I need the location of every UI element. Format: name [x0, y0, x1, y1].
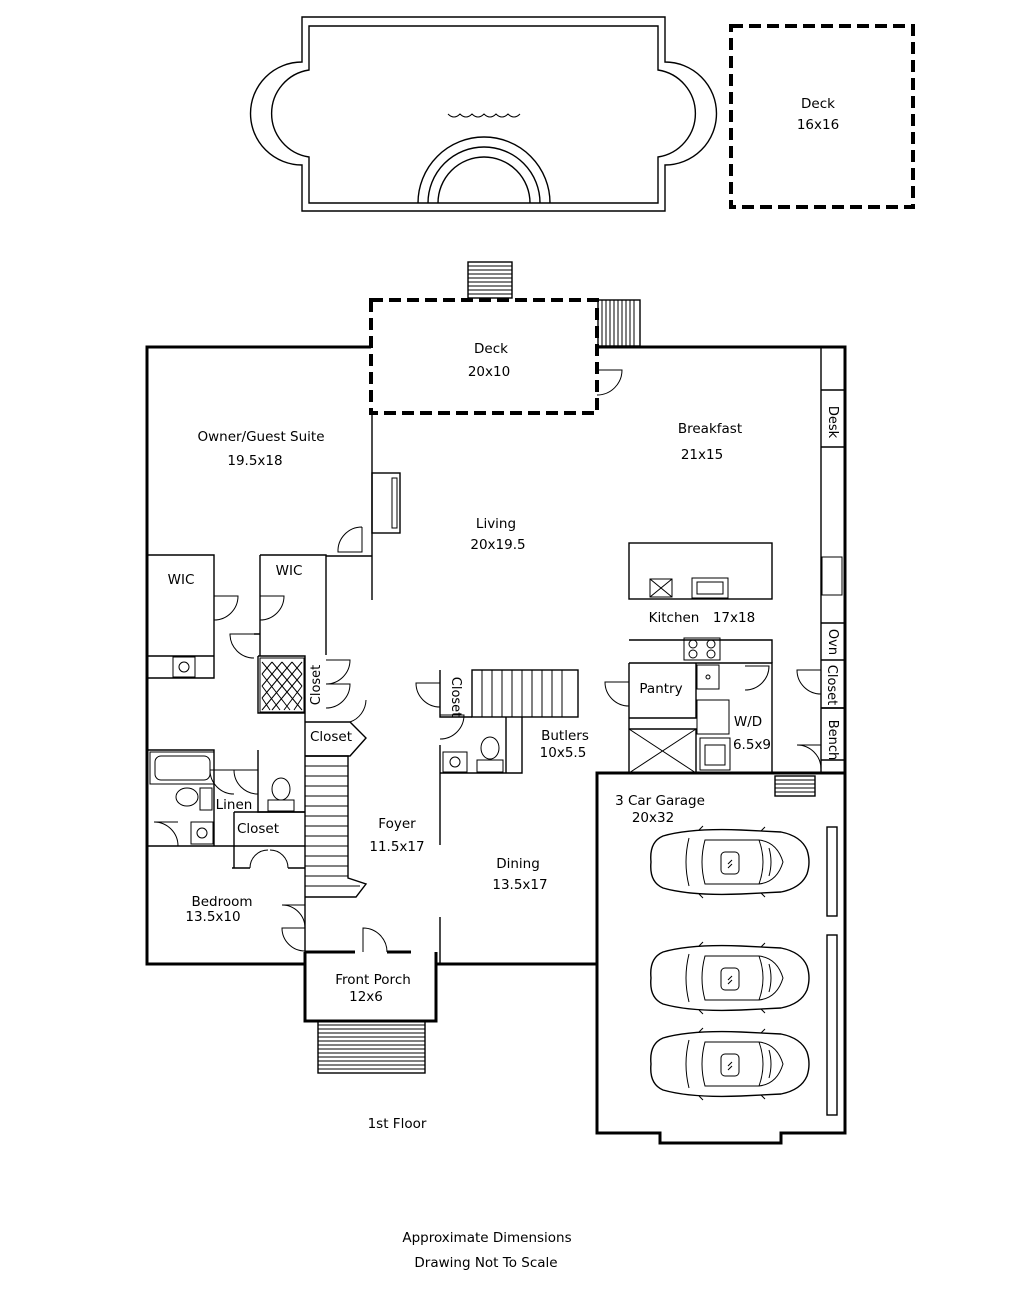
closet-foyer-name: Closet — [310, 729, 352, 745]
closet-hall-name: Closet — [309, 665, 324, 706]
butlers-size: 10x5.5 — [540, 745, 587, 761]
car-icon — [650, 825, 810, 899]
pantry-name: Pantry — [639, 681, 682, 697]
front-porch-name: Front Porch — [335, 972, 411, 988]
deck-main-name: Deck — [474, 341, 508, 357]
garage-steps — [774, 775, 816, 797]
kitchen-name: Kitchen — [649, 610, 700, 626]
powder-room — [442, 736, 504, 773]
deck-top-outline — [729, 24, 915, 209]
closet-bed-name: Closet — [237, 821, 279, 837]
closet-mud-name: Closet — [824, 665, 839, 706]
deck-main-size: 20x10 — [468, 364, 510, 380]
kitchen-counter — [628, 556, 843, 774]
foyer-name: Foyer — [378, 816, 416, 832]
owner-suite-size: 19.5x18 — [227, 453, 282, 469]
garage-shelf-1 — [826, 826, 838, 917]
breakfast-name: Breakfast — [678, 421, 742, 437]
living-name: Living — [476, 516, 516, 532]
car-icon — [650, 1027, 810, 1101]
deck-steps-side — [597, 299, 641, 347]
footer-line1: Approximate Dimensions — [402, 1230, 571, 1246]
garage-name: 3 Car Garage — [615, 793, 705, 809]
breakfast-size: 21x15 — [681, 447, 723, 463]
front-porch-size: 12x6 — [349, 989, 383, 1005]
deck-steps-top — [467, 261, 513, 299]
footer-line2: Drawing Not To Scale — [414, 1255, 557, 1271]
wd-name: W/D — [734, 714, 762, 730]
butlers-name: Butlers — [541, 728, 589, 744]
deck-top-name: Deck — [801, 96, 835, 112]
main-staircase — [305, 755, 368, 898]
water-icon — [447, 113, 521, 118]
bedroom-size: 13.5x10 — [185, 909, 240, 925]
linen-name: Linen — [216, 797, 253, 813]
wic-left-name: WIC — [168, 572, 195, 588]
exterior-walls — [145, 345, 847, 1145]
porch-steps — [317, 1020, 426, 1074]
bedroom-name: Bedroom — [191, 894, 252, 910]
bedroom-bath — [149, 751, 295, 845]
kitchen-size: 17x18 — [713, 610, 755, 626]
living-size: 20x19.5 — [470, 537, 525, 553]
garage-size: 20x32 — [632, 810, 674, 826]
wd-size: 6.5x9 — [733, 737, 771, 753]
oven-name: Ovn — [825, 629, 840, 655]
garage-shelf-2 — [826, 934, 838, 1116]
desk-name: Desk — [825, 406, 840, 439]
foyer-size: 11.5x17 — [369, 839, 424, 855]
pool — [249, 16, 718, 212]
suite-bath — [172, 656, 305, 713]
dining-name: Dining — [496, 856, 540, 872]
bench-name: Bench — [825, 720, 840, 761]
owner-suite-name: Owner/Guest Suite — [197, 429, 324, 445]
door-swings — [153, 369, 822, 953]
dining-size: 13.5x17 — [492, 877, 547, 893]
rear-staircase — [471, 669, 579, 718]
floor-label: 1st Floor — [368, 1116, 427, 1132]
kitchen-sink-icon — [696, 664, 720, 690]
kitchen-island — [628, 542, 773, 600]
deck-top-size: 16x16 — [797, 117, 839, 133]
car-icon — [650, 941, 810, 1015]
deck-main-outline — [369, 298, 599, 415]
cooktop-icon — [683, 637, 721, 661]
fireplace-icon — [371, 472, 401, 534]
wic-right-name: WIC — [276, 563, 303, 579]
closet-stair-name: Closet — [448, 677, 463, 718]
